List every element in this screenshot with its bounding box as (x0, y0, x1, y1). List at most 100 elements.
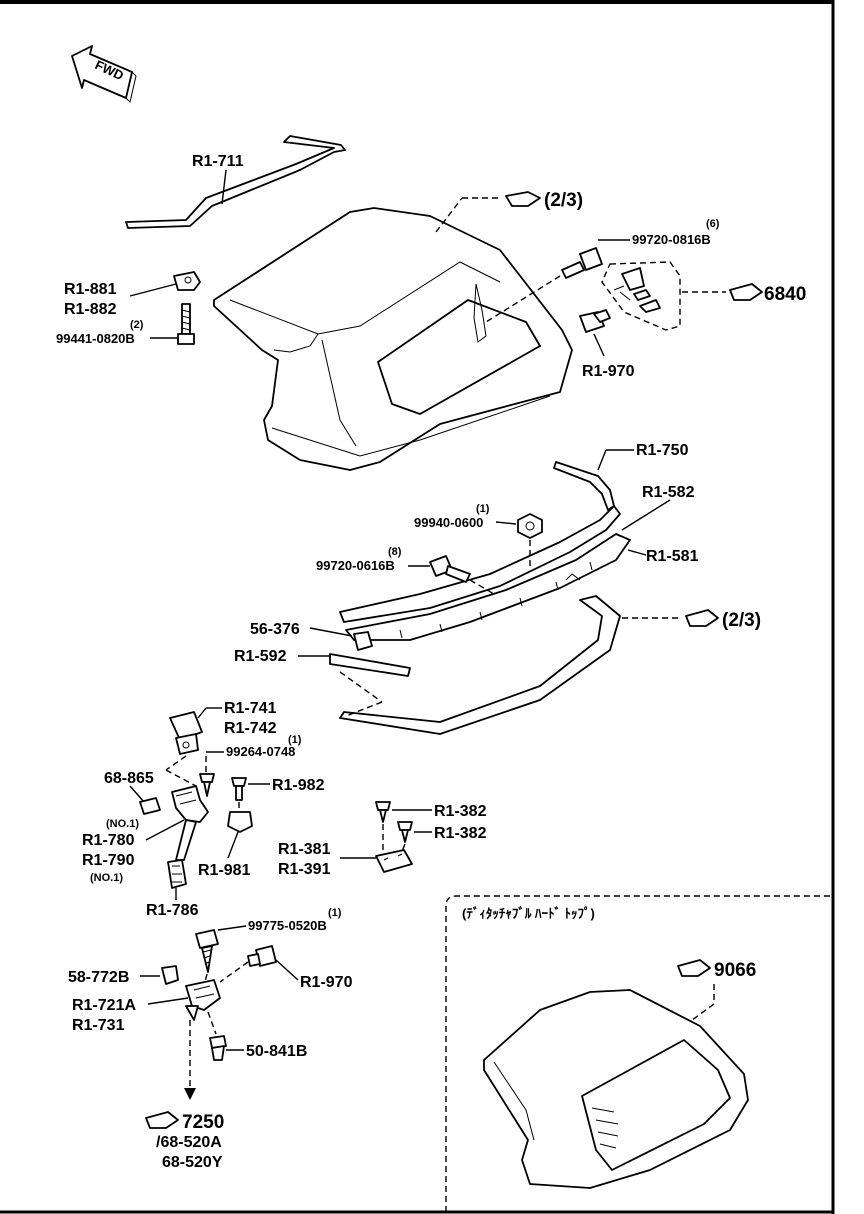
leader-r1-581 (627, 549, 647, 556)
nut-r1-970-bottom (247, 945, 277, 967)
spacer-56-376 (353, 631, 373, 651)
leader-99940 (495, 521, 517, 525)
label-50-841b: 50-841B (246, 1043, 307, 1060)
leader-r1-711 (221, 169, 227, 205)
bolt-99720-0816b (561, 247, 603, 279)
leader-r1-592-dash (339, 671, 383, 703)
bumper-r1-981 (227, 811, 253, 833)
qty-1c: (1) (328, 907, 342, 919)
clip-58-772b (161, 965, 179, 985)
hand-pointer-icon-7250 (145, 1111, 179, 1129)
weatherstrip-r1-711 (125, 135, 346, 229)
label-r1-786: R1-786 (146, 902, 199, 919)
clip-50-841b (209, 1035, 227, 1061)
label-ref-2-3-mid: (2/3) (722, 610, 761, 631)
clip-r1-881 (173, 271, 201, 291)
fwd-arrow-icon: FWD (71, 45, 137, 103)
leader-r1-582 (621, 499, 671, 531)
leader-bracket-dash (165, 755, 187, 771)
leader-bolt-mid-dash (469, 579, 495, 595)
label-ref-2-3-top: (2/3) (544, 190, 583, 211)
soft-top-rear (213, 207, 573, 471)
label-r1-391: R1-391 (278, 861, 331, 878)
hand-pointer-icon (505, 191, 541, 207)
label-68-520y: 68-520Y (162, 1154, 223, 1171)
label-detachable-hard-top: (ﾃﾞｨﾀｯﾁｬﾌﾞﾙ ﾊｰﾄﾞ ﾄｯﾌﾟ) (462, 906, 595, 921)
qty-1b: (1) (288, 734, 302, 746)
nut-99940-0600 (517, 513, 543, 539)
label-99264-0748: 99264-0748 (226, 744, 295, 759)
qty-8: (8) (388, 546, 402, 558)
leader-bracket-dash2 (165, 769, 197, 787)
label-r1-382-a: R1-382 (434, 803, 487, 820)
inset-box-detachable (445, 895, 832, 1212)
leader-r1-981 (227, 831, 239, 859)
rail-assembly-r1-581 (339, 505, 631, 641)
screw-99775-0520b (195, 929, 219, 973)
label-99775-0520b: 99775-0520B (248, 918, 327, 933)
leader-99775 (217, 925, 247, 931)
label-r1-981: R1-981 (198, 862, 251, 879)
label-r1-881: R1-881 (64, 281, 117, 298)
hand-pointer-icon-9066 (677, 959, 711, 977)
leader-r1-592-dash2 (345, 701, 383, 717)
hard-top-shell (483, 989, 749, 1189)
label-r1-731: R1-731 (72, 1017, 125, 1034)
label-68-865: 68-865 (104, 770, 154, 787)
hand-pointer-icon-mid (685, 609, 719, 627)
leader-r1-970-bottom-dash (219, 961, 249, 983)
screw-68-865 (139, 797, 161, 815)
bracket-r1-721a (185, 979, 221, 1021)
callout-6840-box (601, 261, 681, 331)
screw-99441-0820b (177, 303, 195, 345)
label-r1-582: R1-582 (642, 484, 695, 501)
qty-2: (2) (130, 319, 144, 331)
leader-bolt-dash (485, 275, 561, 323)
screw-99264-0748 (199, 773, 215, 797)
label-99940-0600: 99940-0600 (414, 515, 483, 530)
leader-r1-881 (129, 283, 177, 297)
leader-68-865 (129, 785, 145, 803)
label-r1-882: R1-882 (64, 301, 117, 318)
grommet-r1-786 (167, 859, 187, 889)
label-r1-711: R1-711 (192, 153, 244, 170)
leader-721a-dash (207, 1011, 217, 1035)
leader-r1-721a (147, 997, 189, 1005)
label-r1-982: R1-982 (272, 777, 325, 794)
hand-pointer-icon-6840 (729, 283, 763, 301)
leader-r1-741 (197, 707, 207, 719)
screw-r1-382-a (375, 801, 391, 823)
label-r1-721a: R1-721A (72, 997, 136, 1014)
label-r1-581: R1-581 (646, 548, 699, 565)
lock-r1-780 (171, 785, 209, 861)
rail-r1-750 (553, 461, 615, 511)
label-ref-7250: 7250 (182, 1112, 224, 1133)
bracket-r1-741 (169, 711, 203, 755)
label-58-772b: 58-772B (68, 969, 129, 986)
bolt-99720-0616b (429, 555, 471, 583)
label-ref-9066: 9066 (714, 960, 756, 981)
nut-r1-970-top (579, 309, 611, 333)
label-r1-382-b: R1-382 (434, 825, 487, 842)
label-r1-741: R1-741 (224, 700, 277, 717)
qty-1a: (1) (476, 503, 490, 515)
label-r1-780: R1-780 (82, 832, 135, 849)
label-99720-0816b: 99720-0816B (632, 232, 711, 247)
seal-r1-592 (329, 573, 621, 735)
qty-6: (6) (706, 218, 720, 230)
label-r1-381: R1-381 (278, 841, 331, 858)
label-r1-742: R1-742 (224, 720, 277, 737)
label-99720-0616b: 99720-0616B (316, 558, 395, 573)
plate-r1-381 (375, 849, 413, 873)
label-r1-750: R1-750 (636, 442, 689, 459)
arrow-down-icon (184, 1088, 196, 1100)
label-68-520a: /68-520A (156, 1134, 222, 1151)
label-56-376: 56-376 (250, 621, 300, 638)
label-r1-970-top: R1-970 (582, 363, 635, 380)
no1-a: (NO.1) (106, 818, 139, 830)
screw-r1-382-b (397, 821, 413, 843)
no1-b: (NO.1) (90, 872, 123, 884)
leader-r1-780 (145, 819, 185, 841)
label-r1-592: R1-592 (234, 648, 287, 665)
